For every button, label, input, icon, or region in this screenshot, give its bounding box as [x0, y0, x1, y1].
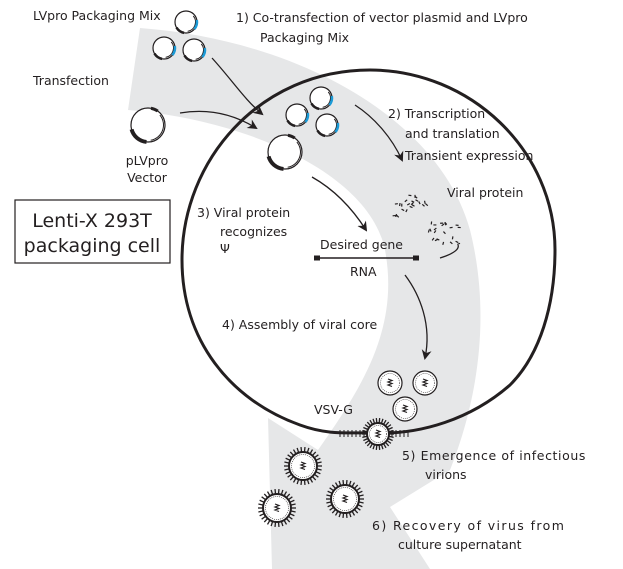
protein-fragment [434, 238, 438, 242]
vsvg-label: VSV-G [314, 402, 353, 417]
step6-line2: culture supernatant [398, 537, 522, 552]
protein-fragment [442, 241, 445, 245]
protein-fragment [449, 241, 453, 245]
rna-end-right [413, 255, 419, 261]
vector-plasmid-icon [266, 133, 303, 171]
infectious-virion-icon [258, 489, 296, 527]
step2-line1: 2) Transcription [388, 106, 485, 121]
vector-plasmid-icon [129, 106, 166, 144]
step5-line1: 5) Emergence of infectious [402, 448, 586, 463]
packaging-plasmid-icon [285, 103, 310, 128]
viral-core-icon [377, 370, 403, 396]
infectious-virion-icon [326, 480, 364, 518]
protein-fragment [401, 208, 405, 212]
step1-line1: 1) Co-transfection of vector plasmid and… [236, 10, 528, 25]
rna-label: RNA [350, 264, 377, 279]
protein-fragment [455, 240, 459, 244]
protein-fragment [442, 231, 446, 235]
rna-end-left [314, 255, 320, 261]
protein-fragment [404, 199, 408, 203]
vector-label-line1: pLVpro [126, 153, 169, 168]
packaging-plasmid-icon [315, 113, 340, 138]
step2-line2: and translation [405, 126, 500, 141]
arrow-transcription [354, 104, 404, 162]
infectious-virion-icon [362, 418, 394, 450]
vector-label-line2: Vector [127, 170, 168, 185]
protein-fragment [441, 223, 445, 227]
transfection-label: Transfection [32, 73, 109, 88]
desired-gene-label: Desired gene [320, 237, 403, 252]
protein-fragment [411, 200, 415, 203]
infectious-virion-icon [284, 447, 322, 485]
viral-protein-cluster [392, 194, 461, 246]
step2-line3: Transient expression [404, 148, 533, 163]
viral-protein-label: Viral protein [447, 185, 523, 200]
cell-membrane [180, 68, 557, 435]
protein-fragment [409, 205, 413, 209]
step3-line2: recognizes [220, 224, 287, 239]
arrow-to-gene [311, 176, 368, 232]
protein-fragment [395, 213, 398, 218]
virion-group [258, 370, 438, 527]
viral-core-icon [412, 370, 438, 396]
packaging-mix-label: LVpro Packaging Mix [33, 8, 161, 23]
protein-fragment [431, 237, 435, 241]
packaging-plasmid-icon [174, 10, 199, 35]
arrow-assembly [404, 274, 432, 360]
protein-fragment [421, 203, 425, 207]
packaging-plasmid-icon [152, 36, 177, 61]
protein-fragment [451, 236, 454, 240]
cell-label-line1: Lenti-X 293T [32, 210, 152, 232]
protein-fragment [396, 214, 400, 218]
protein-fragment [406, 203, 411, 206]
protein-fragment [410, 202, 414, 206]
packaging-plasmid-icon [309, 86, 334, 111]
protein-fragment [429, 228, 432, 232]
protein-fragment [433, 227, 437, 231]
step3-line1: 3) Viral protein [197, 205, 290, 220]
plasmid-group [129, 10, 340, 171]
cell-label-box [14, 199, 171, 264]
protein-fragment [418, 201, 421, 205]
protein-fragment [415, 199, 419, 202]
step4-label: 4) Assembly of viral core [222, 317, 378, 332]
arrow-to-rna [439, 244, 459, 259]
psi-symbol: Ψ [220, 241, 230, 256]
step5-line2: virions [425, 467, 467, 482]
protein-fragment [405, 209, 408, 213]
arrow-vector [179, 110, 258, 130]
protein-fragment [427, 229, 430, 233]
protein-fragment [423, 200, 426, 204]
cell-label-line2: packaging cell [24, 235, 161, 257]
protein-fragment [457, 242, 461, 246]
packaging-plasmid-icon [182, 38, 207, 63]
step1-line2: Packaging Mix [260, 30, 349, 45]
protein-fragment [433, 230, 437, 234]
arrow-packaging-mix [211, 57, 264, 116]
protein-fragment [425, 203, 429, 207]
protein-fragment [444, 222, 447, 226]
viral-core-icon [392, 396, 418, 422]
step6-line1: 6) Recovery of virus from [372, 518, 565, 533]
protein-fragment [414, 195, 418, 199]
protein-fragment [411, 204, 415, 207]
